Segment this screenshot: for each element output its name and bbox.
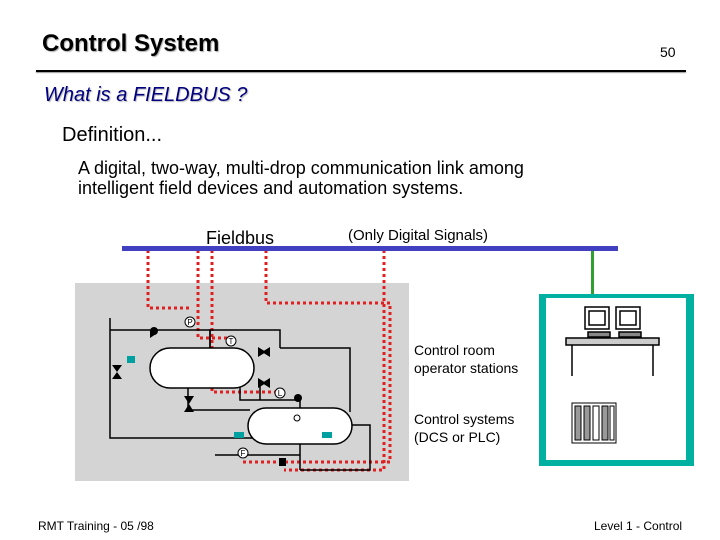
definition-text: A digital, two-way, multi-drop communica…: [78, 158, 638, 198]
control-room-line-1: Control room: [414, 342, 495, 358]
desk-top: [565, 337, 660, 346]
title-divider: [36, 70, 686, 72]
pump-icon: [279, 458, 286, 466]
temperature-instrument-icon: [225, 335, 237, 347]
control-systems-line-1: Control systems: [414, 411, 515, 427]
signal-line-f: [242, 250, 392, 464]
signal-lines: [146, 250, 392, 472]
footer-left: RMT Training - 05 /98: [38, 519, 154, 533]
operator-stations: [565, 306, 660, 376]
vessel-lower: [247, 407, 353, 445]
fieldbus-line: [122, 246, 618, 251]
valve-3: [184, 396, 194, 404]
bus-uplink: [591, 251, 594, 295]
field-device-2: [234, 432, 244, 438]
signal-line-ctl: [284, 250, 386, 472]
vessel-upper: [149, 347, 255, 389]
fieldbus-label: Fieldbus: [206, 228, 275, 248]
control-cabinet: [571, 402, 617, 444]
control-room-line-2: operator stations: [414, 360, 519, 376]
definition-line-1: A digital, two-way, multi-drop communica…: [78, 158, 524, 178]
signal-line-p: [146, 250, 190, 310]
process-node-icon-2: [294, 394, 302, 402]
pressure-instrument-icon: [184, 316, 196, 328]
level-instrument-icon: [274, 387, 286, 399]
signal-line-t: [196, 250, 228, 340]
instrument-p-label: P: [187, 318, 192, 327]
slide-subtitle: What is a FIELDBUS ?: [44, 84, 248, 106]
fieldbus-note: (Only Digital Signals): [348, 227, 489, 244]
control-room-label: Control room operator stations: [414, 341, 518, 377]
control-systems-line-2: (DCS or PLC): [414, 429, 501, 445]
field-devices: [127, 356, 332, 438]
instrument-l-label: L: [278, 389, 283, 398]
page-number: 50: [660, 44, 676, 60]
valve-4: [112, 365, 122, 372]
footer-right: Level 1 - Control: [594, 519, 683, 533]
instrument-t-label: T: [229, 337, 234, 346]
instrument-f-label: F: [241, 449, 246, 458]
process-node-icon: [150, 327, 158, 335]
page-title: Control System: [42, 30, 220, 57]
definition-heading: Definition...: [62, 124, 163, 146]
field-device-3: [322, 432, 332, 438]
instrument-bubbles: P T L F: [184, 316, 301, 459]
field-device-1: [127, 356, 135, 363]
control-systems-label: Control systems (DCS or PLC): [414, 410, 514, 446]
definition-line-2: intelligent field devices and automation…: [78, 178, 464, 198]
valves: [112, 330, 270, 412]
flow-instrument-icon: [237, 447, 249, 459]
level-sensor-icon: [293, 414, 301, 422]
